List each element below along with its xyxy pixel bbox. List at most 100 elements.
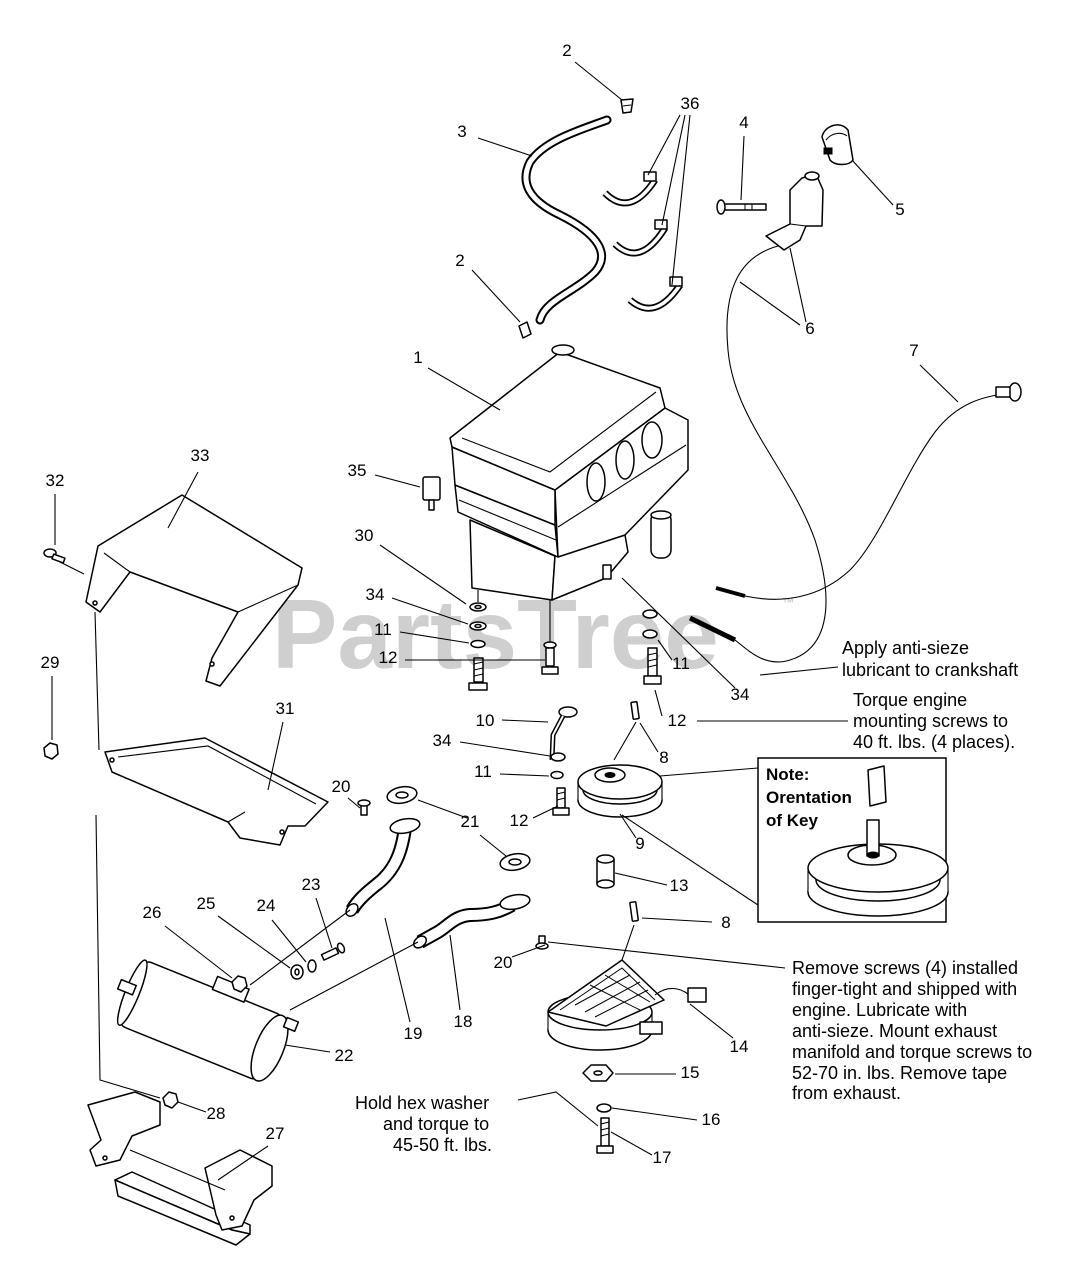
callout-label: 2 bbox=[562, 41, 571, 60]
note-line: and torque to bbox=[383, 1114, 489, 1134]
part-4-bolt bbox=[716, 199, 767, 215]
callout-label: 20 bbox=[494, 953, 513, 972]
callout-label: 23 bbox=[302, 875, 321, 894]
part-25-washer bbox=[290, 964, 304, 980]
part-34-washer-right bbox=[642, 609, 658, 619]
callout-label: 24 bbox=[257, 896, 276, 915]
callout-label: 34 bbox=[366, 585, 385, 604]
part-7-choke-cable bbox=[715, 382, 1022, 600]
callout-label: 6 bbox=[805, 319, 814, 338]
key-orientation-note-box bbox=[757, 757, 949, 923]
note-lubricant: Apply anti-sieze lubricant to crankshaft bbox=[842, 638, 1018, 680]
note-line: 45-50 ft. lbs. bbox=[393, 1135, 492, 1155]
callout-label: 35 bbox=[348, 461, 367, 480]
part-11-lockwasher-center bbox=[550, 770, 564, 780]
part-26-nut bbox=[231, 975, 248, 993]
part-27-muffler-bracket bbox=[87, 1091, 273, 1246]
note-line: manifold and torque screws to bbox=[792, 1042, 1032, 1062]
note-torque-engine: Torque engine mounting screws to 40 ft. … bbox=[853, 690, 1015, 752]
part-6-throttle-cable bbox=[688, 245, 827, 663]
callout-label: 16 bbox=[702, 1110, 721, 1129]
part-1-engine bbox=[449, 344, 689, 601]
part-11-lockwasher-left bbox=[470, 639, 486, 649]
part-14-pto-clutch bbox=[547, 959, 707, 1051]
part-11-lockwasher-right bbox=[642, 629, 658, 639]
callout-label: 31 bbox=[276, 699, 295, 718]
callout-label: 25 bbox=[197, 894, 216, 913]
callout-label: 17 bbox=[653, 1148, 672, 1167]
part-2-clamp-bottom bbox=[518, 321, 532, 339]
note-title: Note: bbox=[766, 765, 809, 784]
note-line: anti-sieze. Mount exhaust bbox=[792, 1021, 997, 1041]
part-12-bolt-center bbox=[552, 787, 570, 816]
note-line: mounting screws to bbox=[853, 711, 1008, 731]
part-29-nut bbox=[43, 742, 59, 760]
note-line: engine. Lubricate with bbox=[792, 1000, 967, 1020]
note-line: Hold hex washer bbox=[355, 1093, 489, 1113]
callout-label: 3 bbox=[457, 122, 466, 141]
callout-label: 21 bbox=[461, 812, 480, 831]
part-36-clamps bbox=[602, 171, 683, 312]
callout-label: 34 bbox=[731, 685, 750, 704]
part-9-pulley bbox=[577, 764, 663, 818]
part-21-gasket-right bbox=[499, 852, 531, 872]
part-32-screw bbox=[43, 548, 66, 564]
note-key-orientation: Note: Orentation of Key bbox=[766, 765, 852, 830]
note-line: Orentation bbox=[766, 788, 852, 807]
part-33-shield bbox=[85, 494, 303, 687]
part-6-throttle-bracket bbox=[765, 171, 824, 251]
callout-label: 34 bbox=[433, 731, 452, 750]
callout-label: 33 bbox=[191, 446, 210, 465]
part-24-lockwasher bbox=[307, 959, 317, 973]
part-10-hitch-pin bbox=[549, 706, 578, 761]
callout-label: 26 bbox=[143, 903, 162, 922]
part-3-fuel-hose bbox=[521, 115, 612, 325]
note-line: 40 ft. lbs. (4 places). bbox=[853, 732, 1015, 752]
part-20-screw-left bbox=[357, 799, 371, 816]
part-8-key-bottom bbox=[629, 901, 639, 922]
part-8-key-top bbox=[630, 701, 640, 720]
watermark-trademark: ™ bbox=[782, 595, 794, 609]
part-12-bolt-right bbox=[643, 647, 662, 685]
callout-label: 4 bbox=[739, 113, 748, 132]
note-line: finger-tight and shipped with bbox=[792, 979, 1017, 999]
callout-label: 2 bbox=[455, 251, 464, 270]
callout-label: 11 bbox=[474, 762, 492, 781]
callout-label: 12 bbox=[668, 711, 687, 730]
note-line: from exhaust. bbox=[792, 1083, 901, 1103]
callout-label: 29 bbox=[41, 653, 60, 672]
callout-label: 28 bbox=[207, 1104, 226, 1123]
part-18-exhaust-pipe bbox=[412, 893, 531, 949]
note-line: lubricant to crankshaft bbox=[842, 660, 1018, 680]
callout-label: 18 bbox=[454, 1012, 473, 1031]
part-13-spacer bbox=[596, 854, 615, 889]
part-28-nut bbox=[162, 1091, 179, 1109]
callout-label: 20 bbox=[332, 777, 351, 796]
leader-lines bbox=[51, 61, 959, 1181]
part-5-throttle-knob bbox=[821, 124, 854, 166]
callout-label: 27 bbox=[266, 1124, 285, 1143]
note-line: Torque engine bbox=[853, 690, 967, 710]
part-22-muffler bbox=[116, 959, 300, 1082]
callout-label: 7 bbox=[909, 341, 918, 360]
note-line: 52-70 in. lbs. Remove tape bbox=[792, 1063, 1007, 1083]
callout-label: 14 bbox=[730, 1037, 749, 1056]
callout-label: 22 bbox=[335, 1046, 354, 1065]
part-30-spacer bbox=[469, 602, 487, 612]
callout-label: 32 bbox=[46, 471, 65, 490]
callout-label: 13 bbox=[670, 876, 689, 895]
note-line: Apply anti-sieze bbox=[842, 638, 969, 658]
callout-label: 10 bbox=[476, 711, 495, 730]
note-remove-screws: Remove screws (4) installed finger-tight… bbox=[792, 958, 1032, 1103]
part-35-fuel-filter bbox=[422, 476, 441, 511]
part-23-bolt bbox=[320, 942, 346, 961]
part-12-bolt-middle bbox=[541, 641, 559, 675]
callout-label: 9 bbox=[635, 834, 644, 853]
callout-label: 15 bbox=[681, 1063, 700, 1082]
callout-label: 11 bbox=[672, 654, 690, 673]
part-31-plate bbox=[104, 737, 329, 846]
callout-label: 1 bbox=[413, 348, 422, 367]
part-19-exhaust-pipe bbox=[345, 817, 421, 918]
part-21-gasket-left bbox=[386, 785, 418, 805]
